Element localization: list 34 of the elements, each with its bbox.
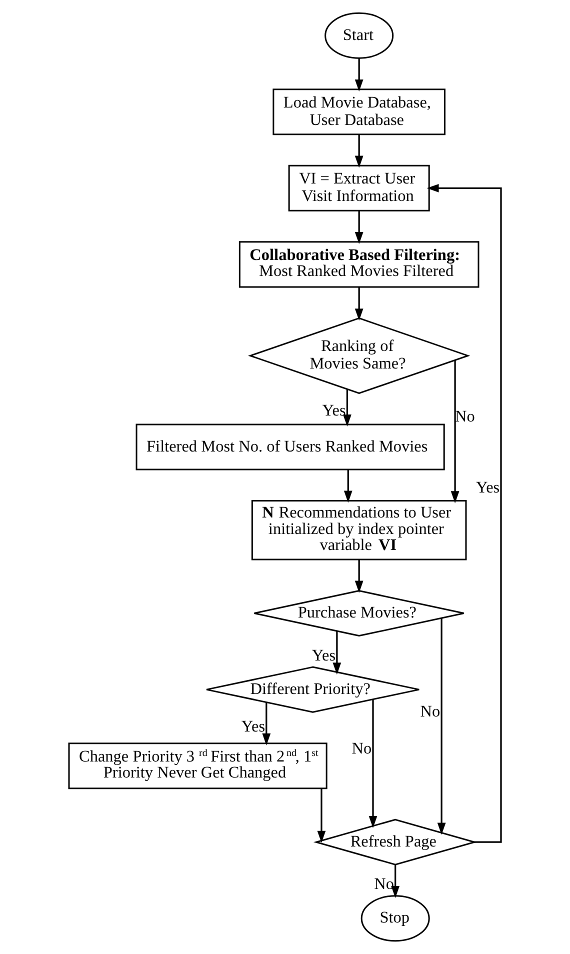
arrow bbox=[332, 631, 342, 675]
node-ellipse: Stop bbox=[360, 895, 430, 942]
arrow bbox=[344, 470, 352, 503]
arrow bbox=[450, 360, 460, 504]
arrow bbox=[317, 788, 326, 843]
node-box: Load Movie Database, User Database bbox=[272, 88, 446, 136]
edge-label: Yes bbox=[312, 646, 336, 664]
edge-label: Yes bbox=[322, 401, 346, 420]
arrow bbox=[354, 134, 364, 168]
node-box: Filtered Most No. of Users Ranked Movies bbox=[136, 424, 445, 470]
edge-label: No bbox=[352, 740, 372, 758]
arrow bbox=[262, 702, 271, 746]
arrow bbox=[354, 58, 364, 92]
arrow bbox=[354, 287, 364, 321]
edge-label: No bbox=[374, 874, 394, 893]
arrow bbox=[426, 184, 502, 843]
arrow bbox=[437, 618, 446, 835]
edge-label: Yes bbox=[241, 717, 266, 736]
node-box: Change Priority 3$^{rd}$ First than 2$^{nd}$, 1$^{st}$ Priority Never Get Changed bbox=[68, 742, 328, 790]
node-diamond: Refresh Page bbox=[313, 818, 478, 866]
node-diamond: Ranking of Movies Same? bbox=[248, 317, 470, 394]
arrow bbox=[354, 211, 364, 244]
node-diamond: Different Priority? bbox=[206, 666, 420, 713]
arrow bbox=[391, 864, 400, 898]
node-ellipse: Start bbox=[324, 12, 394, 59]
edge-label: No bbox=[420, 702, 440, 721]
node-diamond: Purchase Movies? bbox=[254, 590, 465, 637]
arrow bbox=[343, 389, 352, 427]
node-box: N Recommendations to User initialized by index pointer variable VI bbox=[251, 500, 467, 560]
node-box: Collaborative Based Filtering: Most Ranked Movies Filtered bbox=[238, 241, 480, 288]
node-box: VI = Extract User Visit Information bbox=[288, 164, 430, 212]
edge-label: Yes bbox=[476, 478, 500, 496]
arrow bbox=[354, 560, 364, 593]
arrow bbox=[368, 700, 378, 828]
